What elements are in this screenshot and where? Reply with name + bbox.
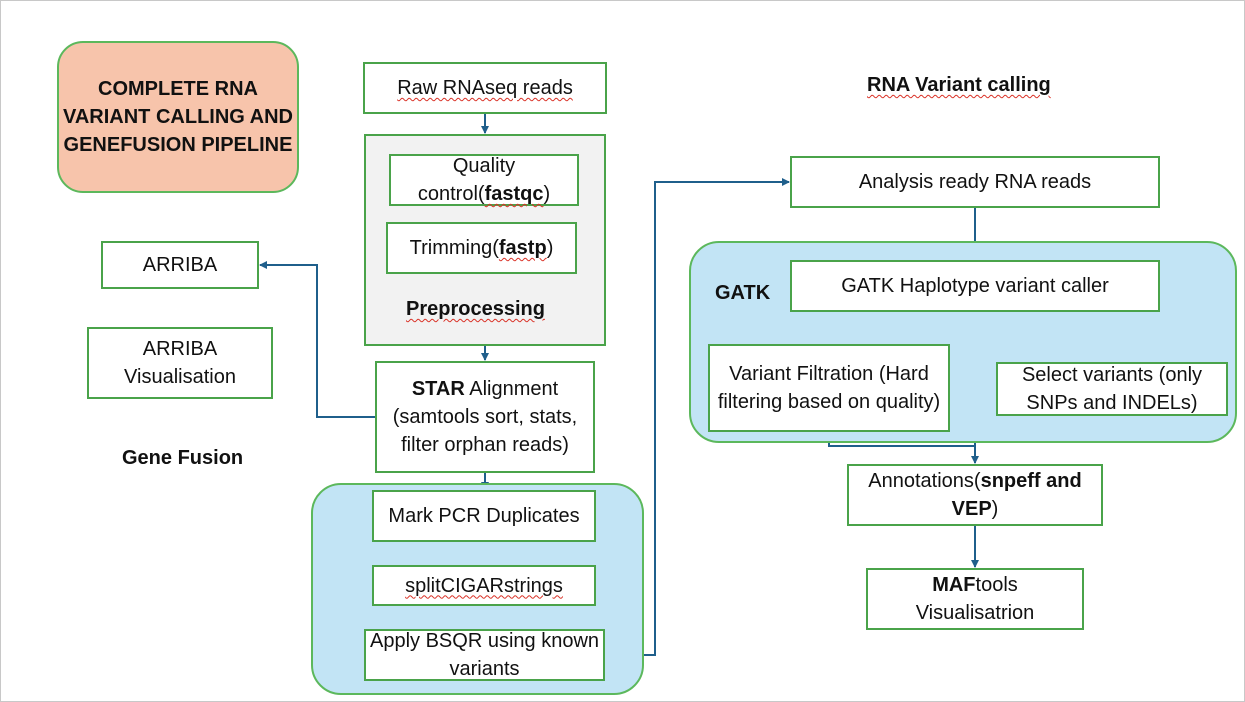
preprocessing-label: Preprocessing [406, 298, 545, 320]
mark-pcr-duplicates-node: Mark PCR Duplicates [372, 490, 596, 542]
arriba-visualisation-node: ARRIBA Visualisation [87, 327, 273, 399]
gene-fusion-label: Gene Fusion [122, 447, 244, 469]
annotations-node: Annotations(snpeff and VEP) [847, 464, 1103, 526]
arriba-node: ARRIBA [101, 241, 259, 289]
select-variants-node: Select variants (only SNPs and INDELs) [996, 362, 1228, 416]
trimming-node: Trimming(fastp) [386, 222, 577, 274]
raw-rnaseq-reads-node: Raw RNAseq reads [363, 62, 607, 114]
pipeline-title: COMPLETE RNA VARIANT CALLING AND GENEFUS… [57, 41, 299, 193]
split-cigar-strings-node: splitCIGARstrings [372, 565, 596, 606]
maftools-visualisation-node: MAFtools Visualisatrion [866, 568, 1084, 630]
variant-filtration-node: Variant Filtration (Hard filtering based… [708, 344, 950, 432]
analysis-ready-rna-reads-node: Analysis ready RNA reads [790, 156, 1160, 208]
gatk-haplotype-caller-node: GATK Haplotype variant caller [790, 260, 1160, 312]
rna-variant-calling-label: RNA Variant calling [867, 74, 1051, 96]
quality-control-node: Quality control(fastqc) [389, 154, 579, 206]
connector-star-to-arriba [259, 261, 375, 418]
gatk-label: GATK [715, 282, 771, 304]
star-alignment-node: STAR Alignment (samtools sort, stats, fi… [375, 361, 595, 473]
apply-bsqr-node: Apply BSQR using known variants [364, 629, 605, 681]
